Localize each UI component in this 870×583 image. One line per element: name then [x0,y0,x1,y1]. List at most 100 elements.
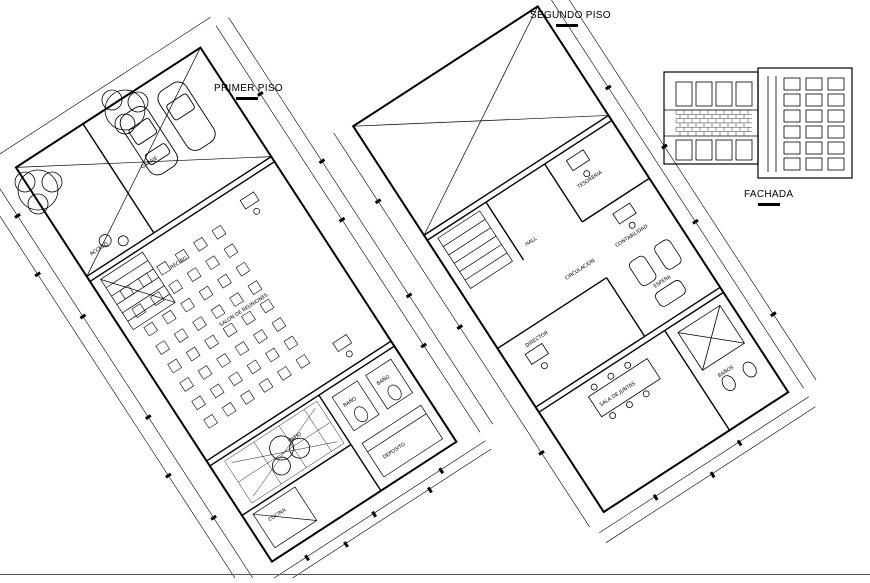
chair-icon [228,371,243,387]
window-icon [805,125,823,139]
chair-icon [223,243,239,259]
window-icon [827,125,845,139]
chair-icon [204,334,219,350]
primer-piso-dimension-lines [0,16,493,583]
window-icon [783,109,801,123]
window-icon [827,157,845,171]
chair-icon [283,335,299,351]
title-segundo-piso-underline [556,24,578,27]
chair-icon [265,347,280,363]
window-icon [783,141,801,155]
office-furniture-icon [524,149,757,419]
chair-icon [211,224,227,240]
tree-icon [14,89,149,215]
chair-icon [259,298,275,314]
chair-icon [191,395,206,411]
window-icon [783,157,801,171]
label-bano: BAÑOS [716,364,735,380]
chair-icon [185,346,201,362]
title-fachada-underline [758,203,780,206]
chair-icon [217,273,232,289]
chair-icon [222,322,238,338]
chair-icon [192,316,207,331]
chair-icon [168,279,183,294]
chair-icon [180,297,195,313]
primer-piso-outline [14,46,458,563]
desk-icon [239,191,353,358]
stair-icon-2 [437,210,513,289]
void-diagonal [353,6,609,236]
chair-icon [234,341,250,356]
bathroom-fixtures-icon [252,358,444,549]
label-garaje: GARAJE [140,155,159,170]
chair-icon [277,366,292,381]
chair-icon [241,310,256,326]
chair-icon [271,317,287,332]
chair-icon [246,359,262,375]
label-contabilidad: CONTABILIDAD [614,223,649,249]
title-primer-piso: PRIMER PISO [214,83,283,94]
label-patio: PATIO [288,431,303,444]
chair-icon [173,328,189,343]
chair-icon [205,255,220,271]
chair-icon [174,248,190,264]
label-bano-1: BAÑO [342,395,358,409]
chair-icon [240,390,255,405]
label-deposito: DEPOSITO [382,442,407,461]
label-cocina: COCINA [267,507,287,523]
label-bano-2: BAÑO [375,373,391,387]
salon-chairs [119,224,311,429]
chair-icon [197,365,213,380]
window-icon [805,141,823,155]
stair-icon [100,251,176,331]
title-segundo-piso: SEGUNDO PISO [530,10,611,21]
chair-icon [119,284,135,300]
primer-piso-walls [82,123,395,517]
fachada-elevation [663,67,853,179]
chair-icon [203,413,218,429]
window-icon [805,109,823,123]
window-icon [805,93,823,107]
label-salon: SALON DE REUNIONES [218,292,269,328]
window-icon [805,157,823,171]
chair-icon [161,309,177,325]
chair-icon [258,378,274,393]
chair-icon [247,280,263,295]
chair-icon [216,353,231,368]
label-acceso: ACCESO [89,241,110,257]
car-icon [119,81,216,176]
segundo-piso-dimension-ticks [374,84,777,501]
label-sala-juntas: SALA DE JUNTAS [599,381,637,409]
patio-hatch [224,400,345,504]
segundo-piso-outline [351,5,790,514]
chair-icon [253,329,268,344]
chair-icon [235,261,251,277]
chair-icon [209,383,225,399]
chair-icon [143,321,159,337]
window-icon [783,125,801,139]
chair-icon [229,292,244,307]
chair-icon [131,303,147,318]
window-icon [805,77,823,91]
brick-pattern [675,109,752,136]
chair-icon [155,340,171,355]
sheet-bottom-border [0,574,870,575]
title-primer-piso-underline [236,97,258,100]
chair-icon [137,272,153,288]
tower-window-grid [783,77,845,171]
chair-icon [186,267,202,283]
chair-icon [295,354,311,369]
primer-piso-dimension-ticks [14,91,445,562]
chair-icon [221,402,237,417]
label-recibo: RECIBO [169,255,188,270]
title-fachada: FACHADA [744,189,794,200]
window-icon [783,93,801,107]
window-icon [827,109,845,123]
label-circulacion: CIRCULACION [564,258,596,282]
chair-icon [193,236,208,252]
plant-icon [98,234,311,476]
chair-icon [149,291,165,306]
window-icon [827,77,845,91]
